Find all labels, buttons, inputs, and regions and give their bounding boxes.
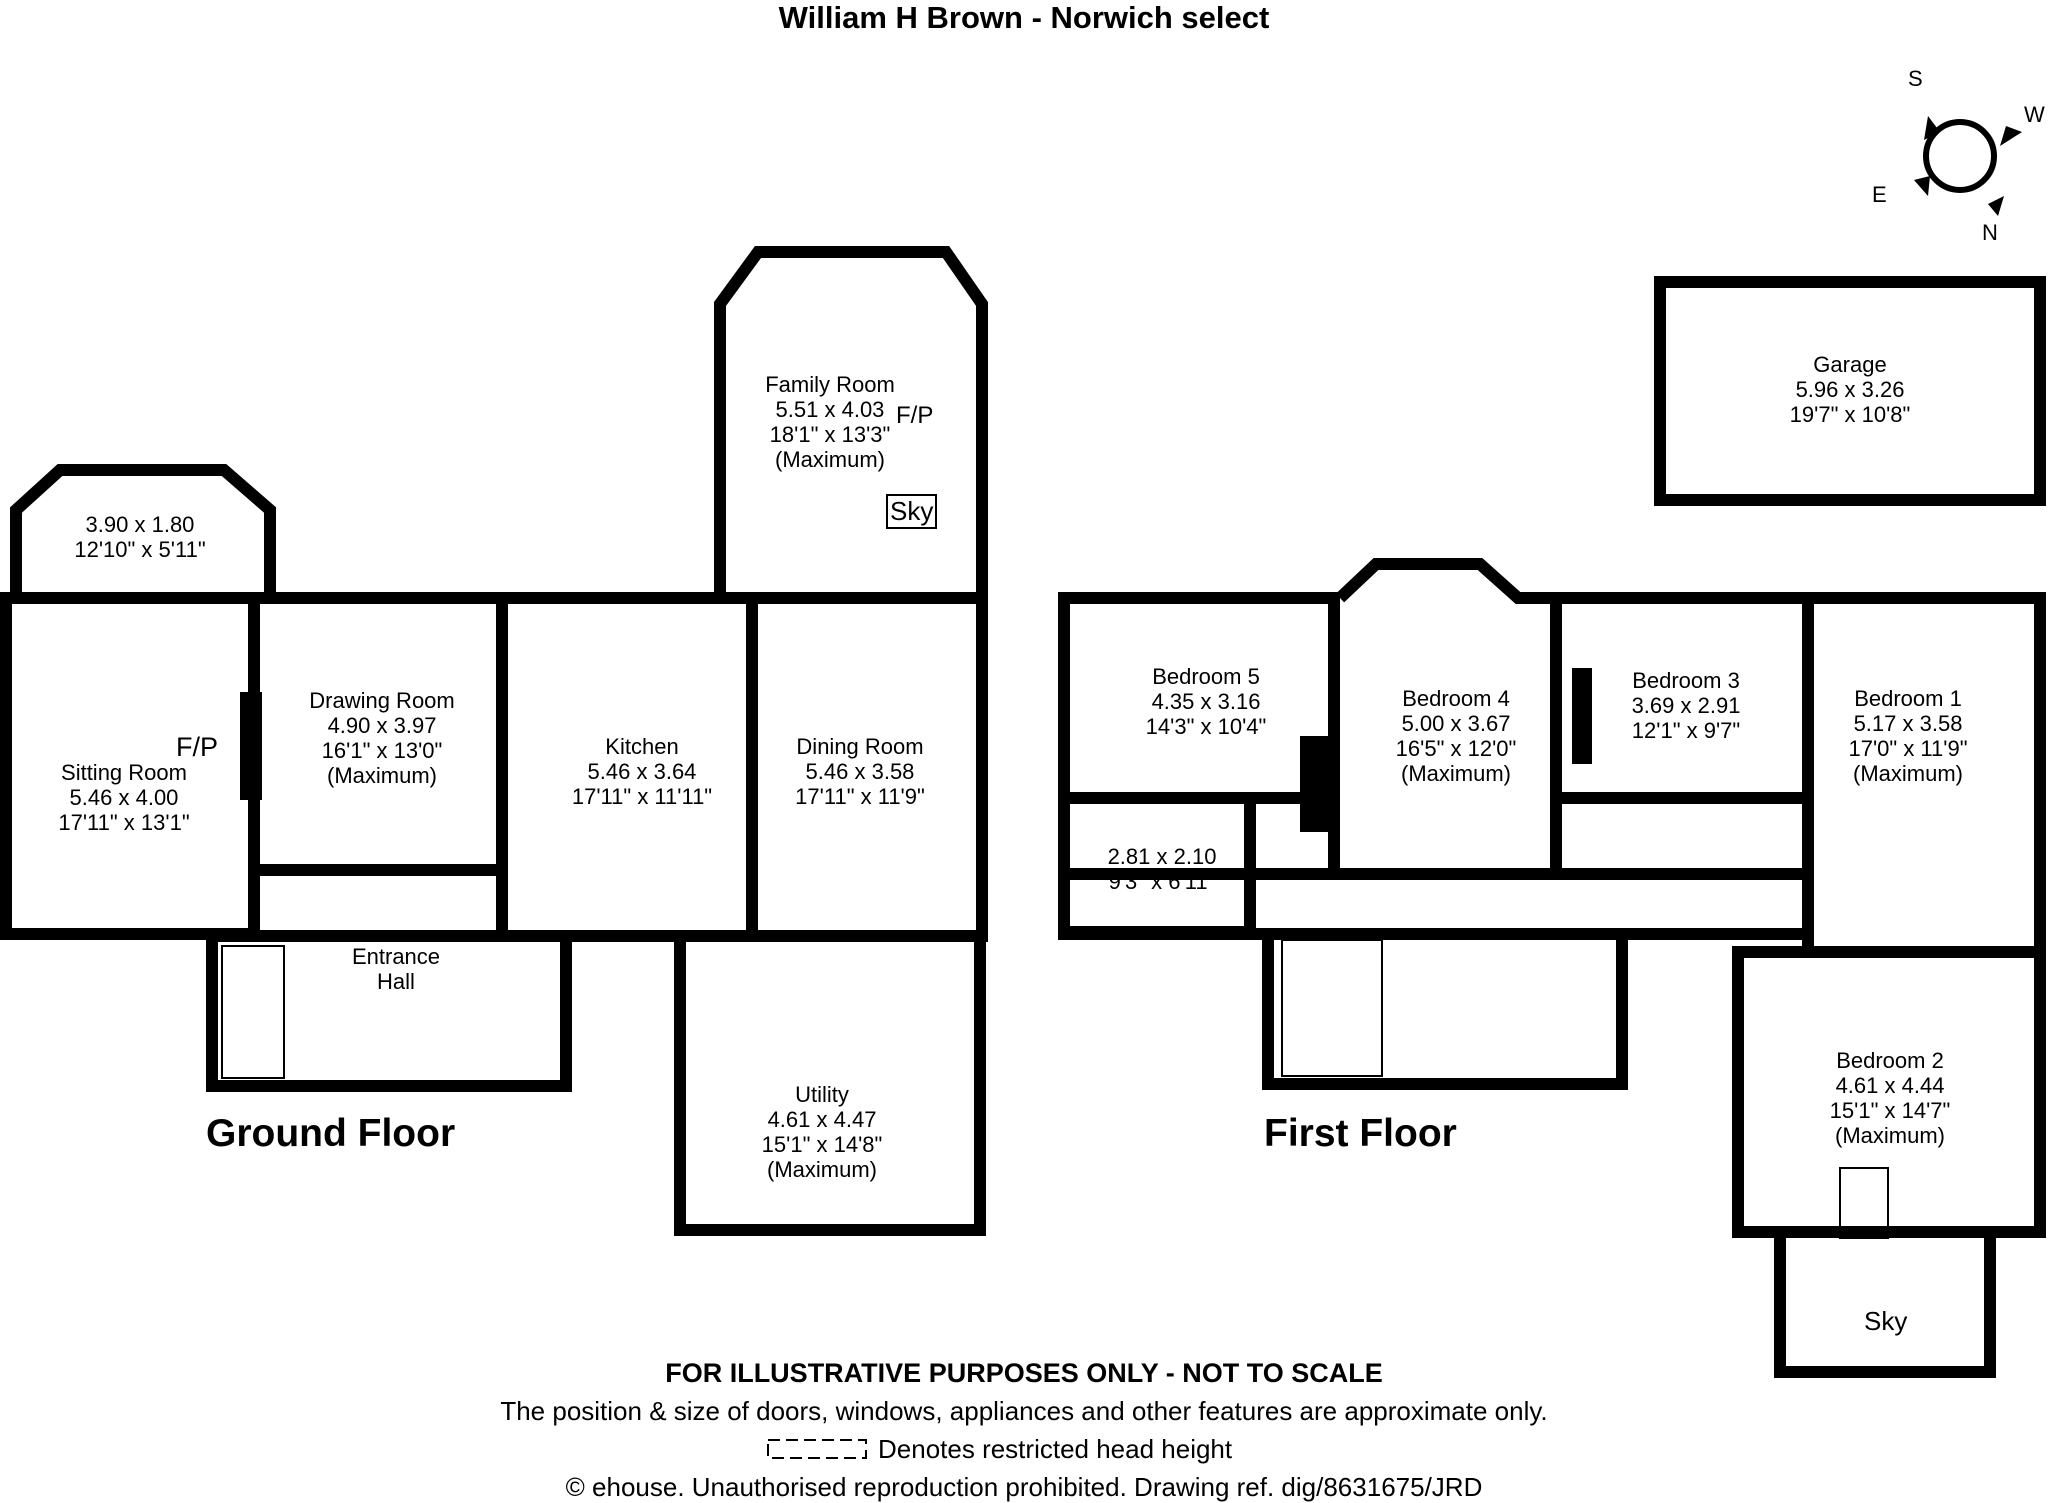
copyright-text: © ehouse. Unauthorised reproduction proh…: [565, 1472, 1483, 1502]
garage-walls: [1654, 276, 2046, 506]
first-floor-heading: First Floor: [1264, 1112, 1457, 1155]
first-stairs: [1281, 939, 1383, 1077]
ground-stairs: [221, 945, 285, 1079]
bedroom-3-chimney: [1572, 668, 1592, 764]
compass-south: S: [1908, 66, 1923, 91]
ensuite-stairs: [1839, 1167, 1889, 1239]
restricted-height-legend-text: Denotes restricted head height: [878, 1434, 1233, 1464]
disclaimer-heading: FOR ILLUSTRATIVE PURPOSES ONLY - NOT TO …: [665, 1358, 1383, 1388]
compass-rose: [1914, 116, 2022, 216]
sitting-fireplace: [240, 692, 262, 800]
disclaimer-text: The position & size of doors, windows, a…: [500, 1396, 1548, 1426]
entrance-hall-walls: [206, 930, 572, 1092]
ensuite-walls: [1774, 1226, 1996, 1378]
fireplace-tag-family: F/P: [896, 402, 934, 429]
bedroom-4-chimney: [1300, 736, 1328, 832]
ground-floor-heading: Ground Floor: [206, 1112, 456, 1155]
compass-north: N: [1982, 220, 1998, 245]
sitting-bay-walls: [10, 464, 276, 598]
restricted-height-legend-swatch: [767, 1439, 867, 1459]
family-room-walls: [714, 246, 988, 598]
bathroom-walls: [1262, 928, 1628, 1090]
compass-east: E: [1872, 182, 1887, 207]
fireplace-tag-sitting: F/P: [176, 732, 219, 762]
skylight-tag-ensuite: Sky: [1864, 1306, 1908, 1336]
compass-west: W: [2024, 102, 2045, 127]
page-title: William H Brown - Norwich select: [778, 0, 1270, 35]
utility-walls: [674, 930, 986, 1236]
skylight-tag-family: Sky: [886, 494, 938, 529]
